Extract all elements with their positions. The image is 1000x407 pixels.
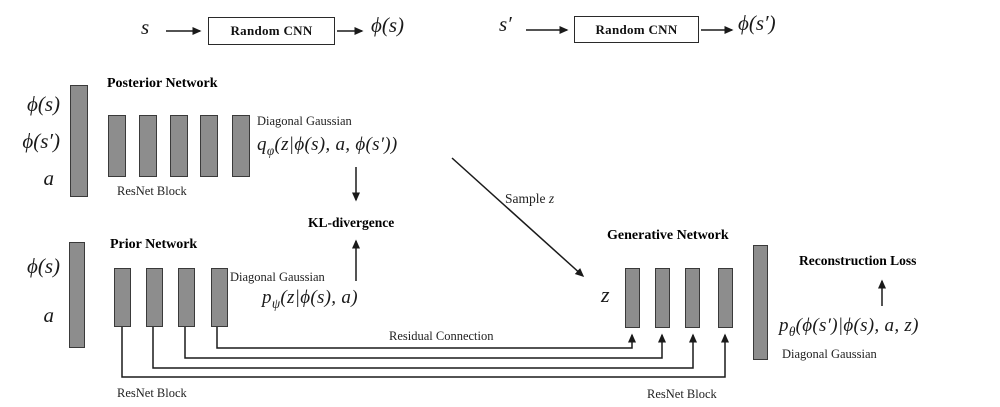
latent-z-label: z	[601, 282, 610, 307]
generative-output-bar	[753, 245, 768, 360]
formula-base: p	[262, 287, 272, 308]
posterior-input-phi-s: ϕ(s)	[26, 92, 60, 116]
prior-input-bar	[69, 242, 85, 348]
random-cnn-box-left: Random CNN	[208, 17, 335, 45]
state-s-label: s	[141, 15, 150, 39]
resnet-bar	[114, 268, 131, 327]
resnet-bar	[108, 115, 126, 177]
sample-word: Sample	[505, 191, 546, 206]
formula-sub: ψ	[271, 295, 281, 311]
prior-formula: pψ(z|ϕ(s), a)	[262, 288, 358, 310]
resnet-bar	[211, 268, 228, 327]
formula-base: q	[257, 134, 267, 155]
resnet-bar	[146, 268, 163, 327]
posterior-formula: qφ(z|ϕ(s), a, ϕ(s′))	[257, 135, 398, 157]
resnet-bar	[139, 115, 157, 177]
phi-sprime-output-label: ϕ(s′)	[738, 11, 776, 35]
prior-gaussian-label: Diagonal Gaussian	[230, 270, 325, 284]
generative-gaussian-label: Diagonal Gaussian	[782, 347, 877, 361]
formula-rest: (z|ϕ(s), a)	[280, 287, 358, 308]
resnet-bar	[200, 115, 218, 177]
formula-sub: φ	[266, 142, 275, 158]
resnet-bar	[232, 115, 250, 177]
posterior-input-a: a	[43, 166, 55, 190]
posterior-input-bar	[70, 85, 88, 197]
posterior-network-title: Posterior Network	[107, 76, 218, 91]
resnet-bar	[718, 268, 733, 328]
random-cnn-label: Random CNN	[230, 23, 313, 38]
formula-rest: (z|ϕ(s), a, ϕ(s′))	[274, 134, 398, 155]
prior-input-phi-s: ϕ(s)	[26, 254, 60, 278]
reconstruction-loss-label: Reconstruction Loss	[799, 253, 917, 268]
generative-resnet-label: ResNet Block	[647, 387, 717, 401]
formula-base: p	[779, 315, 789, 336]
formula-sub: θ	[788, 323, 796, 339]
formula-rest: (ϕ(s′)|ϕ(s), a, z)	[795, 315, 919, 336]
phi-s-output-label: ϕ(s)	[371, 13, 405, 37]
resnet-bar	[685, 268, 700, 328]
prior-input-a: a	[43, 303, 55, 327]
posterior-gaussian-label: Diagonal Gaussian	[257, 114, 352, 128]
sample-var: z	[548, 191, 555, 206]
resnet-bar	[655, 268, 670, 328]
posterior-resnet-label: ResNet Block	[117, 184, 187, 198]
resnet-bar	[178, 268, 195, 327]
random-cnn-box-right: Random CNN	[574, 16, 699, 43]
generative-network-title: Generative Network	[607, 228, 729, 243]
random-cnn-label: Random CNN	[595, 21, 678, 37]
sample-z-label: Sample z	[505, 191, 555, 207]
posterior-input-phi-sprime: ϕ(s′)	[22, 129, 60, 153]
state-sprime-label: s′	[499, 12, 512, 36]
generative-formula: pθ(ϕ(s′)|ϕ(s), a, z)	[779, 316, 919, 338]
kl-divergence-label: KL-divergence	[308, 215, 395, 230]
residual-connection-label: Residual Connection	[389, 329, 494, 343]
prior-resnet-label: ResNet Block	[117, 386, 187, 400]
resnet-bar	[170, 115, 188, 177]
prior-network-title: Prior Network	[110, 237, 198, 252]
resnet-bar	[625, 268, 640, 328]
arrow-sample-z	[451, 157, 585, 278]
